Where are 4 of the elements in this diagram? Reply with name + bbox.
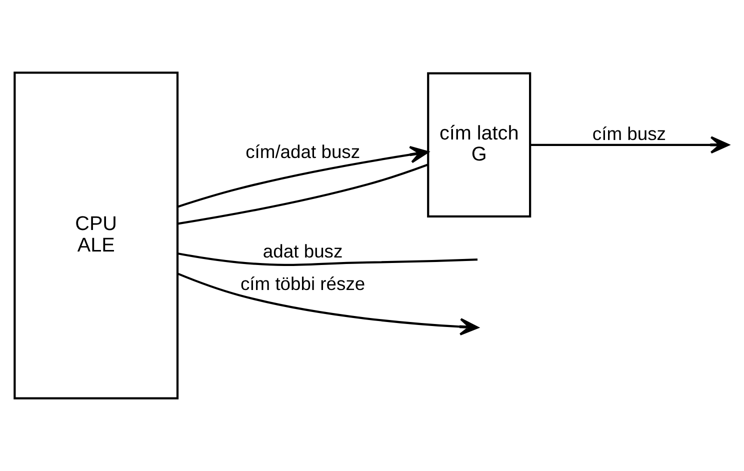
- edge-label: cím busz: [592, 122, 666, 144]
- edge-label: adat busz: [262, 240, 343, 262]
- edge-label: cím/adat busz: [246, 141, 360, 162]
- edge-label: cím többi része: [240, 272, 366, 294]
